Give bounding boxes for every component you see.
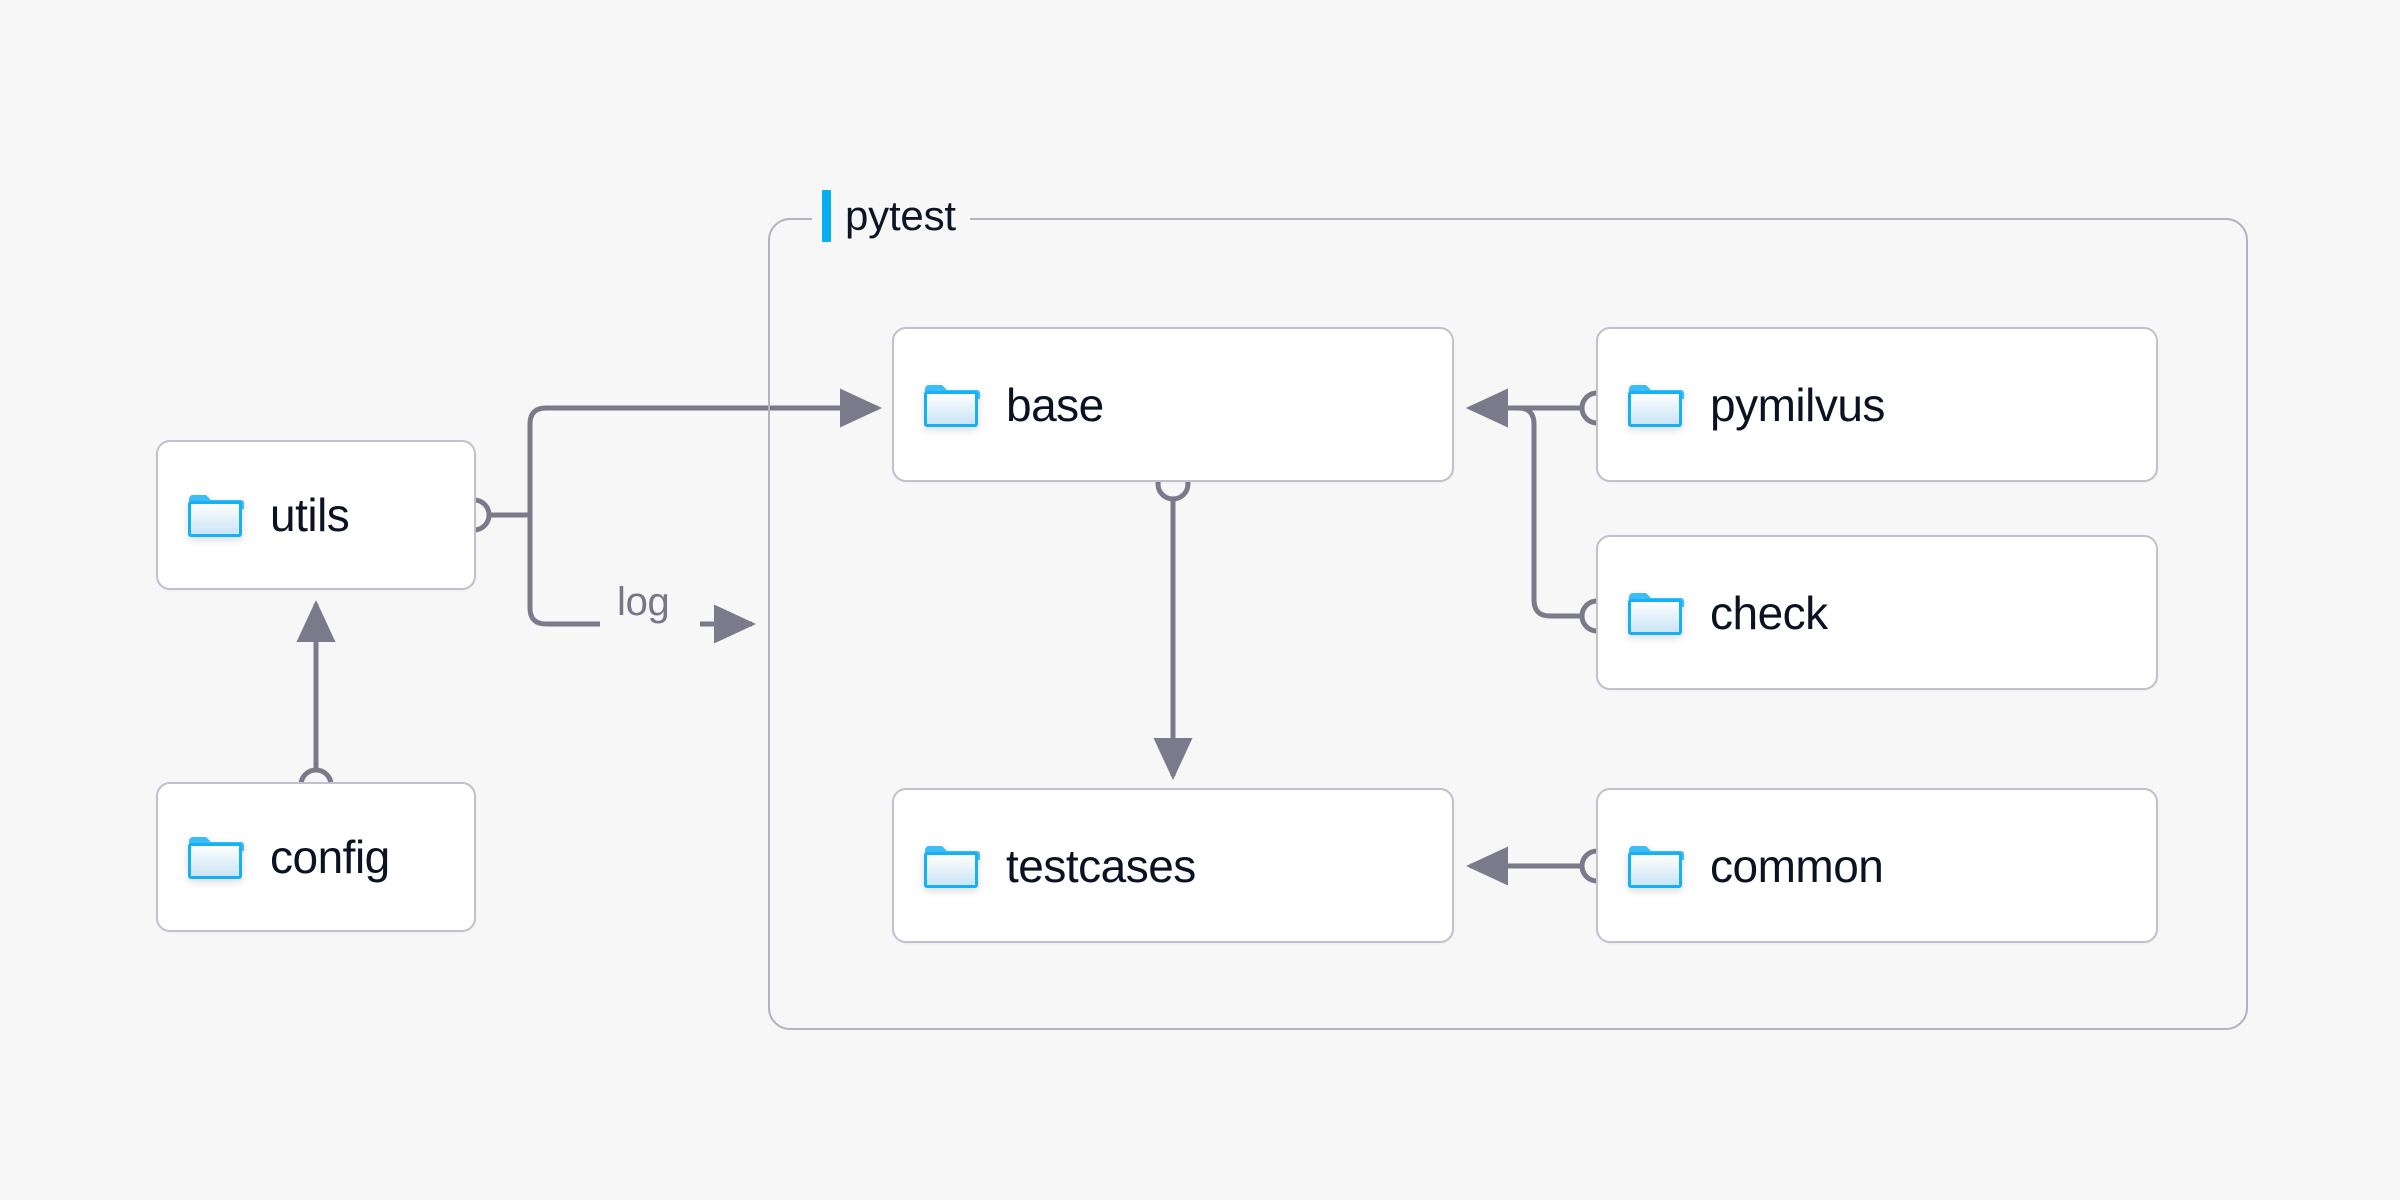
folder-icon [188, 495, 244, 537]
folder-icon [188, 837, 244, 879]
node-base[interactable]: base [892, 327, 1454, 482]
node-label-base: base [1006, 378, 1104, 431]
group-title-text: pytest [845, 192, 956, 239]
folder-icon [924, 845, 980, 888]
node-label-testcases: testcases [1006, 839, 1196, 892]
node-content-testcases: testcases [894, 841, 1196, 891]
folder-icon [1628, 845, 1684, 888]
edge-utils-to-log-left [527, 515, 600, 627]
node-utils[interactable]: utils [156, 440, 476, 590]
group-label-pytest: pytest [812, 188, 970, 244]
group-container-pytest[interactable] [768, 218, 2248, 1030]
group-accent-bar [822, 190, 831, 242]
node-content-pymilvus: pymilvus [1598, 380, 1885, 430]
folder-icon [1628, 384, 1684, 427]
node-content-config: config [158, 832, 390, 882]
folder-icon [924, 384, 980, 427]
folder-icon [1628, 592, 1684, 635]
node-check[interactable]: check [1596, 535, 2158, 690]
node-common[interactable]: common [1596, 788, 2158, 943]
node-label-check: check [1710, 586, 1828, 639]
node-content-common: common [1598, 839, 1884, 892]
node-label-config: config [270, 831, 390, 883]
node-content-base: base [894, 380, 1104, 430]
edge-label-log-label: log [607, 580, 680, 625]
node-label-pymilvus: pymilvus [1710, 378, 1885, 431]
node-config[interactable]: config [156, 782, 476, 932]
node-label-utils: utils [270, 489, 350, 541]
node-label-common: common [1710, 839, 1884, 892]
node-pymilvus[interactable]: pymilvus [1596, 327, 2158, 482]
node-content-utils: utils [158, 489, 350, 541]
node-testcases[interactable]: testcases [892, 788, 1454, 943]
node-content-check: check [1598, 588, 1828, 638]
